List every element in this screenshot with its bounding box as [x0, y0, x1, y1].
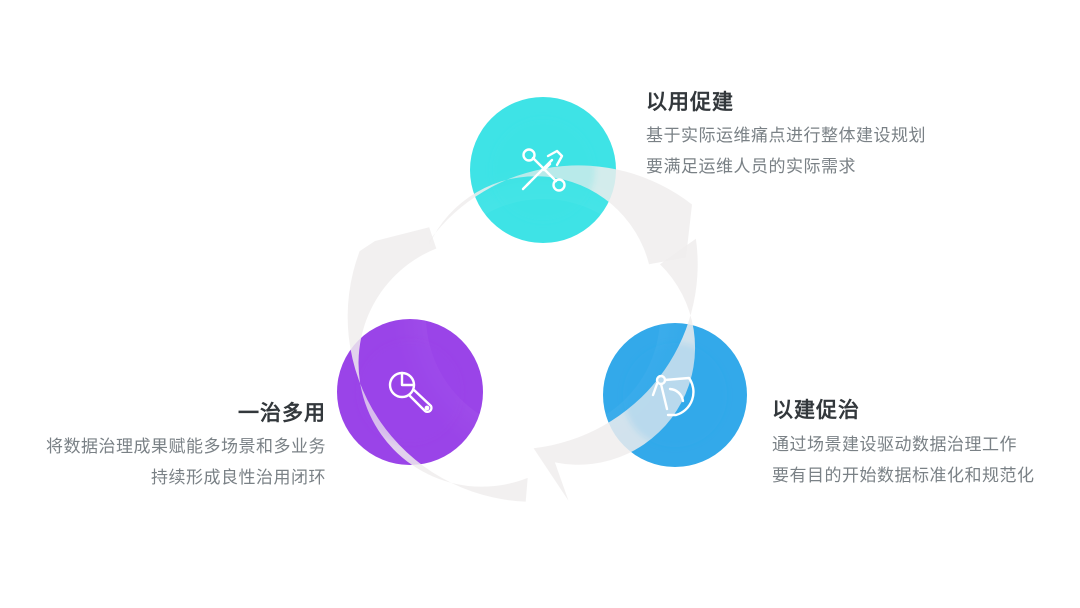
stage-title-left: 一治多用: [238, 401, 326, 425]
stage-text-top: 以用促建 基于实际运维痛点进行整体建设规划 要满足运维人员的实际需求: [646, 88, 1006, 183]
stage-desc-left-1: 将数据治理成果赋能多场景和多业务: [46, 437, 326, 457]
stage-title-right: 以建促治: [772, 398, 860, 422]
stage-desc-top-1: 基于实际运维痛点进行整体建设规划: [646, 126, 926, 146]
wrench-pie-icon: [388, 371, 433, 414]
stage-desc-left-2: 持续形成良性治用闭环: [151, 468, 326, 488]
stage-text-left: 一治多用 将数据治理成果赋能多场景和多业务 持续形成良性治用闭环: [0, 399, 326, 494]
stage-desc-right-1: 通过场景建设驱动数据治理工作: [772, 435, 1017, 455]
wrench-screwdriver-icon: [521, 148, 566, 192]
stage-desc-right-2: 要有目的开始数据标准化和规范化: [772, 466, 1035, 486]
stage-title-top: 以用促建: [646, 90, 734, 114]
cycle-arrow-segment: [347, 227, 528, 502]
stage-desc-top-2: 要满足运维人员的实际需求: [646, 157, 856, 177]
compass-protractor-icon: [651, 374, 695, 417]
stage-text-right: 以建促治 通过场景建设驱动数据治理工作 要有目的开始数据标准化和规范化: [772, 396, 1080, 492]
